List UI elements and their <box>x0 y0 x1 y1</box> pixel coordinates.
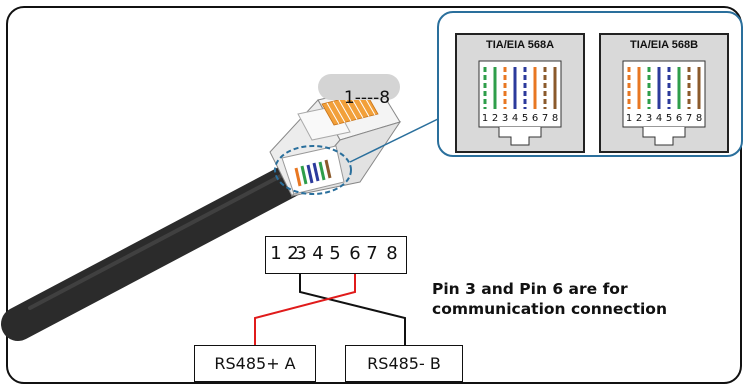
jack-pin-number: 8 <box>552 113 558 124</box>
rs485-b-terminal: RS485- B <box>345 345 463 382</box>
pin-digit-3: 3 <box>295 243 307 264</box>
jack-pin-number: 2 <box>636 113 642 124</box>
jack-pin-number: 1 <box>626 113 632 124</box>
jack-pin-number: 6 <box>532 113 538 124</box>
rj45-plug <box>269 85 402 197</box>
plug-highlight-circle <box>274 145 352 195</box>
pin-range-label: 1----8 <box>343 88 391 108</box>
pinout-wiring <box>254 274 406 345</box>
pin-digit-5: 5 <box>329 243 341 264</box>
jack-pin-number: 4 <box>512 113 518 124</box>
jack-pin-number: 2 <box>492 113 498 124</box>
pin-digit-7: 7 <box>366 243 378 264</box>
jack-pin-number: 3 <box>646 113 652 124</box>
pin-digit-8: 8 <box>386 243 398 264</box>
pin-digit-2: 2 <box>287 243 299 264</box>
jack-pin-number: 8 <box>696 113 702 124</box>
standard-568b-title: TIA/EIA 568B <box>629 39 699 51</box>
jack-pin-number: 7 <box>686 113 692 124</box>
pin-digit-4: 4 <box>312 243 324 264</box>
signal-a-wire <box>254 274 356 345</box>
note-line-1: Pin 3 and Pin 6 are for <box>432 280 628 298</box>
ethernet-cable <box>1 159 315 341</box>
pin-digit-1: 1 <box>270 243 282 264</box>
standard-568a-title: TIA/EIA 568A <box>485 39 555 51</box>
communication-note: Pin 3 and Pin 6 are for communication co… <box>432 279 732 319</box>
rs485-a-terminal: RS485+ A <box>194 345 316 382</box>
pin-digit-6: 6 <box>349 243 361 264</box>
jack-pin-number: 1 <box>482 113 488 124</box>
jack-pin-number: 7 <box>542 113 548 124</box>
jack-pin-number: 5 <box>666 113 672 124</box>
pin-range-pill <box>318 74 400 100</box>
signal-b-wire <box>299 274 406 345</box>
rs485-b-label: RS485- B <box>367 354 441 373</box>
jack-pin-number: 3 <box>502 113 508 124</box>
note-line-2: communication connection <box>432 300 667 318</box>
jack-pin-number: 5 <box>522 113 528 124</box>
pin-number-box: 1 2 3 4 5 6 7 8 <box>265 236 407 274</box>
jack-pin-number: 4 <box>656 113 662 124</box>
jack-pin-number: 6 <box>676 113 682 124</box>
plug-front-wires <box>294 159 332 187</box>
callout-pointer-line <box>349 117 441 163</box>
rs485-a-label: RS485+ A <box>214 354 296 373</box>
